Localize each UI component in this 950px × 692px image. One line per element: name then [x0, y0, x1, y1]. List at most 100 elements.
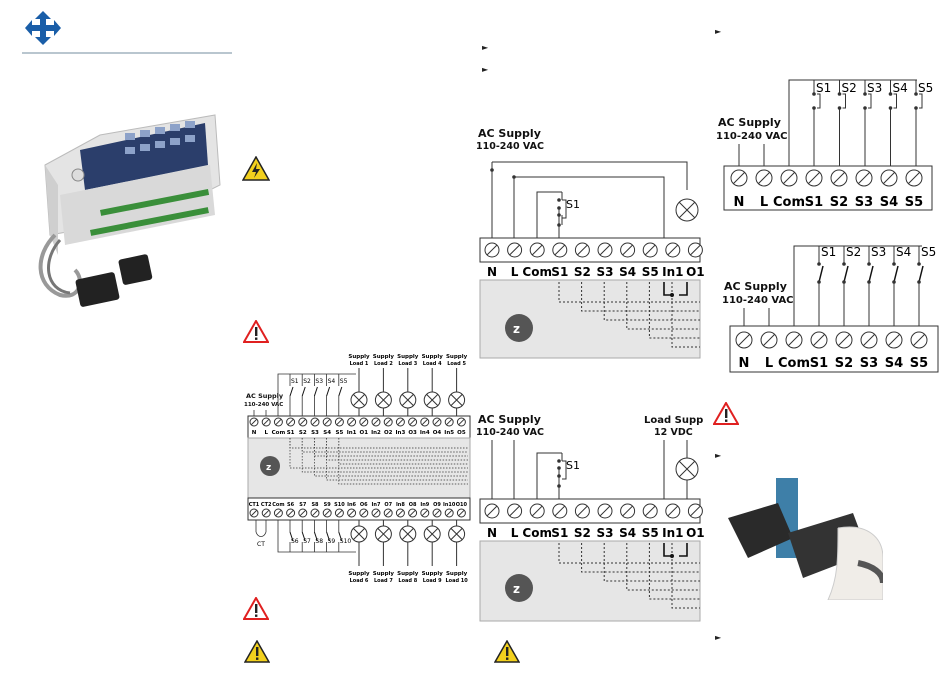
terminal-label: L [511, 265, 519, 279]
supply-voltage: 110-240 VAC [716, 131, 788, 142]
terminal-screw [830, 169, 848, 187]
relay-contact [663, 282, 688, 296]
terminal-label: In5 [444, 430, 454, 436]
load-number-label: Load 6 [350, 578, 369, 584]
terminal-screw [642, 503, 658, 519]
terminal-label: In2 [371, 430, 381, 436]
terminal-label: O1 [360, 430, 369, 436]
relay-contact [663, 543, 688, 557]
terminal-label: In3 [396, 430, 406, 436]
terminal-screw [574, 242, 590, 258]
terminal-screw [261, 417, 271, 427]
terminal-label: O4 [433, 430, 442, 436]
load-supply-label: Supply [373, 571, 395, 577]
terminal-screw [432, 417, 442, 427]
terminal-label: In6 [347, 502, 356, 508]
terminal-label: O1 [686, 526, 704, 540]
terminal-screw [420, 508, 430, 518]
terminal-screw [905, 169, 923, 187]
terminal-label: O10 [456, 502, 468, 508]
terminal-screw [273, 508, 283, 518]
load-supply-label: Supply [348, 354, 370, 360]
terminal-screw [507, 503, 523, 519]
switch-label: S9 [328, 538, 336, 545]
terminal-label: S1 [805, 195, 823, 210]
terminal-screw [880, 169, 898, 187]
terminal-label: S1 [287, 430, 295, 436]
supply-title: AC Supply [246, 392, 284, 400]
switch-label: S1 [566, 459, 580, 472]
terminal-screw [298, 508, 308, 518]
terminal-screw [408, 508, 418, 518]
bullet-arrow-icon: ► [482, 65, 489, 74]
terminal-label: N [739, 356, 750, 371]
wireless-logo-icon: z [505, 314, 533, 342]
terminal-label: S2 [574, 526, 591, 540]
terminal-label: O5 [457, 430, 466, 436]
terminal-label: O9 [433, 502, 441, 508]
terminal-label: S4 [619, 526, 636, 540]
terminal-label: O7 [384, 502, 392, 508]
terminal-screw [665, 503, 681, 519]
switch-label: S2 [842, 81, 857, 95]
switch-label: S4 [328, 378, 336, 385]
terminal-label: S1 [551, 265, 568, 279]
wireless-logo-icon: z [505, 574, 533, 602]
terminal-label: CT2 [261, 502, 272, 508]
switch-label: S1 [821, 245, 836, 259]
terminal-screw [383, 508, 393, 518]
terminal-screw [408, 417, 418, 427]
load-lamp-icon [675, 457, 699, 481]
wireless-logo-icon: z [260, 456, 280, 476]
switch-label: S4 [896, 245, 911, 259]
terminal-label: In7 [372, 502, 381, 508]
brand-logo [25, 11, 61, 45]
terminal-screw [910, 331, 928, 349]
load-number-label: Load 10 [445, 578, 468, 584]
caution-warning-icon [244, 640, 270, 663]
svg-text:z: z [513, 322, 520, 336]
supply-voltage: 110-240 VAC [722, 295, 794, 306]
switch-label: S5 [918, 81, 933, 95]
switch-label: S1 [816, 81, 831, 95]
terminal-screw [484, 503, 500, 519]
load-supply-voltage: 12 VDC [654, 427, 693, 438]
terminal-label: S5 [910, 356, 928, 371]
terminal-screw [286, 417, 296, 427]
header-divider [22, 52, 232, 54]
terminal-label: L [264, 430, 268, 436]
electric-hazard-icon [242, 156, 270, 181]
supply-title: AC Supply [478, 127, 541, 140]
terminal-label: S5 [642, 526, 659, 540]
terminal-screw [735, 331, 753, 349]
switch-label: S1 [291, 378, 299, 385]
terminal-screw [371, 417, 381, 427]
terminal-screw [835, 331, 853, 349]
terminal-label: Com [272, 430, 286, 436]
terminal-label: S2 [835, 356, 853, 371]
danger-warning-icon [243, 597, 269, 620]
terminal-label: S3 [311, 430, 319, 436]
terminal-label: S5 [642, 265, 659, 279]
terminal-label: O8 [409, 502, 417, 508]
load-number-label: Load 2 [374, 361, 393, 367]
load-lamp-icon [675, 198, 699, 222]
terminal-screw [420, 417, 430, 427]
caution-warning-icon [494, 640, 520, 663]
terminal-screw [322, 508, 332, 518]
terminal-screw [456, 508, 466, 518]
terminal-screw [665, 242, 681, 258]
load-supply-label: Supply [397, 354, 419, 360]
terminal-label: N [487, 526, 497, 540]
terminal-screw [620, 242, 636, 258]
bullet-arrow-icon: ► [715, 451, 722, 460]
terminal-screw [456, 417, 466, 427]
terminal-screw [444, 508, 454, 518]
terminal-label: Com [773, 195, 805, 210]
terminal-screw [860, 331, 878, 349]
terminal-label: Com [272, 502, 284, 508]
terminal-screw [507, 242, 523, 258]
